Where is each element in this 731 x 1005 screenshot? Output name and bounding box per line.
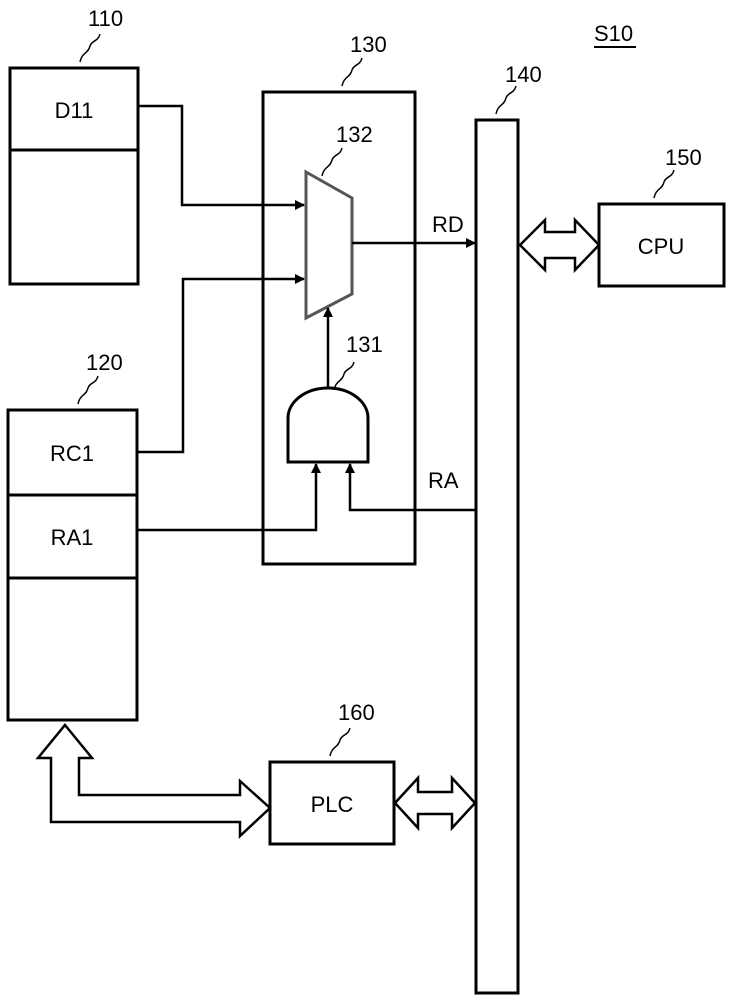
ref-110: 110 [88, 6, 123, 31]
register-plc-double-arrow [38, 725, 270, 836]
circuit-block-130 [263, 92, 415, 564]
leader-140 [496, 86, 516, 114]
cpu-label: CPU [638, 234, 684, 259]
ref-120: 120 [86, 350, 123, 375]
leader-120 [78, 376, 98, 404]
wire-rc1-to-mux [137, 279, 304, 452]
leader-150 [654, 170, 674, 198]
ref-131: 131 [346, 332, 383, 357]
ref-140: 140 [505, 62, 542, 87]
bus-cpu-double-arrow [520, 220, 599, 270]
leader-132 [322, 148, 342, 176]
leader-131 [334, 362, 354, 390]
cpu-block-150: CPU [599, 204, 724, 286]
signal-rd-label: RD [432, 212, 464, 237]
wire-ra1-to-and [137, 464, 316, 530]
wire-d11-to-mux [138, 106, 304, 205]
leader-110 [80, 34, 100, 62]
register-field-ra1: RA1 [51, 525, 94, 550]
memory-field-d11: D11 [55, 98, 94, 123]
figure-label: S10 [594, 21, 633, 46]
leader-130 [342, 58, 362, 86]
register-field-rc1: RC1 [50, 441, 94, 466]
ref-130: 130 [350, 32, 387, 57]
ref-150: 150 [665, 145, 702, 170]
ref-132: 132 [336, 122, 373, 147]
multiplexer-132 [306, 172, 352, 318]
memory-block-110: D11 [10, 68, 138, 284]
plc-bus-double-arrow [395, 778, 475, 828]
ref-160: 160 [338, 700, 375, 725]
register-block-120: RC1 RA1 [8, 410, 137, 720]
signal-ra-label: RA [428, 468, 459, 493]
leader-160 [330, 728, 350, 756]
bus-140 [476, 120, 518, 993]
and-gate-131 [288, 388, 368, 462]
plc-block-160: PLC [270, 762, 394, 844]
plc-label: PLC [311, 792, 354, 817]
